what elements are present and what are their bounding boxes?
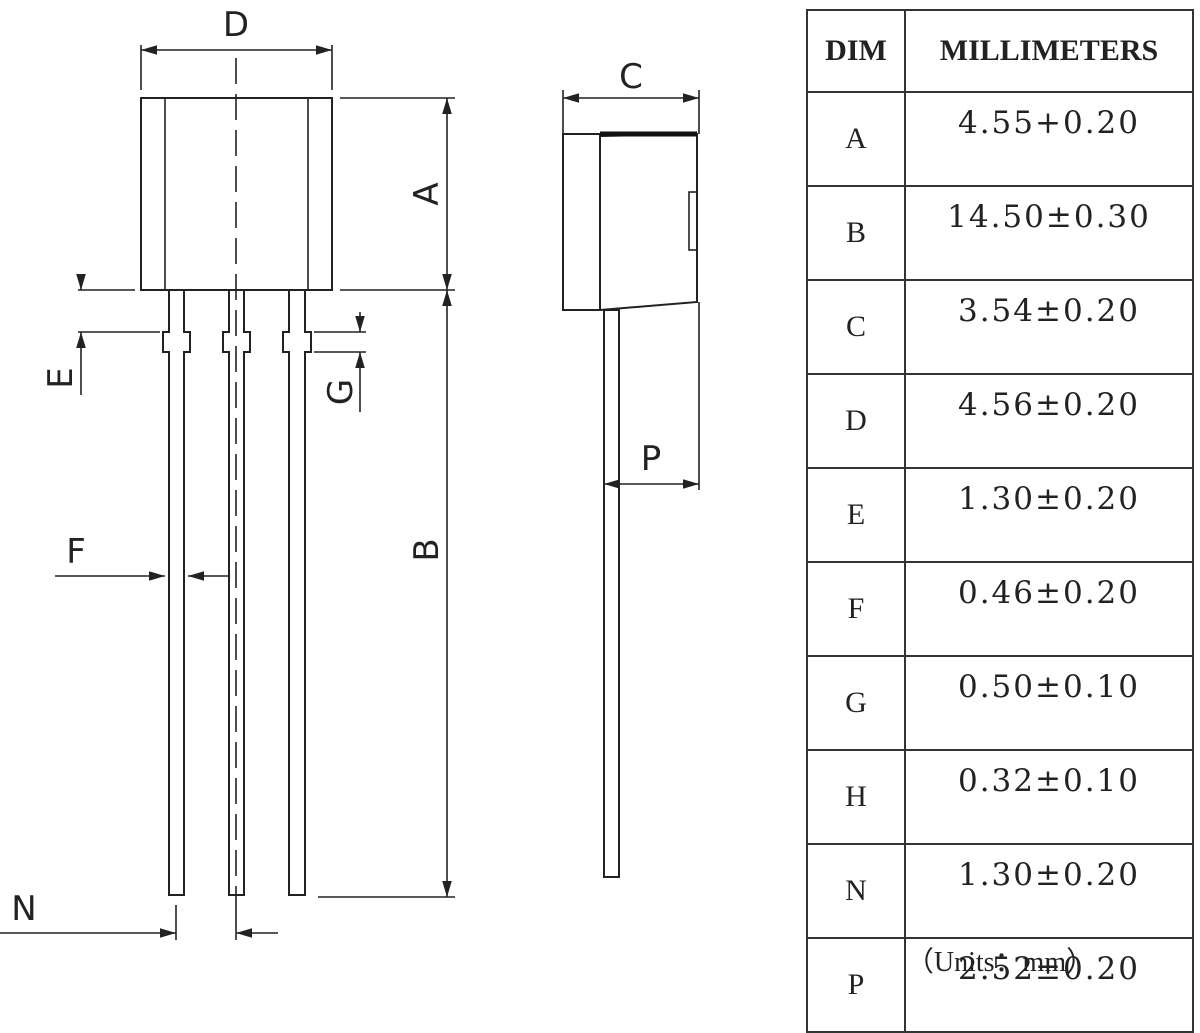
label-d: D — [223, 5, 249, 45]
label-a: A — [407, 182, 447, 205]
value-cell: 1.30±0.20 — [904, 843, 1194, 939]
header-millimeters: MILLIMETERS — [904, 9, 1194, 93]
value-cell: 4.55+0.20 — [904, 91, 1194, 187]
dim-cell: F — [806, 561, 906, 657]
dim-cell: A — [806, 91, 906, 187]
lead-right — [282, 290, 312, 896]
package-body-side — [562, 133, 601, 311]
dim-cell: G — [806, 655, 906, 751]
value-cell: 1.30±0.20 — [904, 467, 1194, 563]
dim-cell: B — [806, 185, 906, 281]
lead-middle — [222, 290, 251, 896]
lead-left — [162, 290, 191, 896]
dim-cell: E — [806, 467, 906, 563]
label-p: P — [641, 439, 662, 479]
value-cell: 0.32±0.10 — [904, 749, 1194, 845]
table-header-row: DIM MILLIMETERS — [806, 9, 1194, 93]
lead-side — [603, 309, 620, 878]
value-cell: 4.56±0.20 — [904, 373, 1194, 469]
label-e: E — [41, 367, 81, 388]
label-g: G — [321, 379, 361, 405]
label-n: N — [11, 889, 36, 929]
dim-cell: C — [806, 279, 906, 375]
value-cell: 0.46±0.20 — [904, 561, 1194, 657]
units-note: （Units：mm） — [905, 947, 1095, 978]
dim-cell: N — [806, 843, 906, 939]
header-dim: DIM — [806, 9, 906, 93]
package-outline-drawing: D A B E G F N — [0, 5, 700, 940]
dim-cell: D — [806, 373, 906, 469]
value-cell: 0.50±0.10 — [904, 655, 1194, 751]
label-b: B — [407, 538, 447, 561]
value-cell: 3.54±0.20 — [904, 279, 1194, 375]
dim-cell: H — [806, 749, 906, 845]
side-view: C P — [562, 57, 700, 878]
label-f: F — [66, 532, 86, 572]
front-view: D A B E G F N — [0, 5, 455, 940]
value-cell: 14.50±0.30 — [904, 185, 1194, 281]
label-c: C — [619, 57, 643, 97]
